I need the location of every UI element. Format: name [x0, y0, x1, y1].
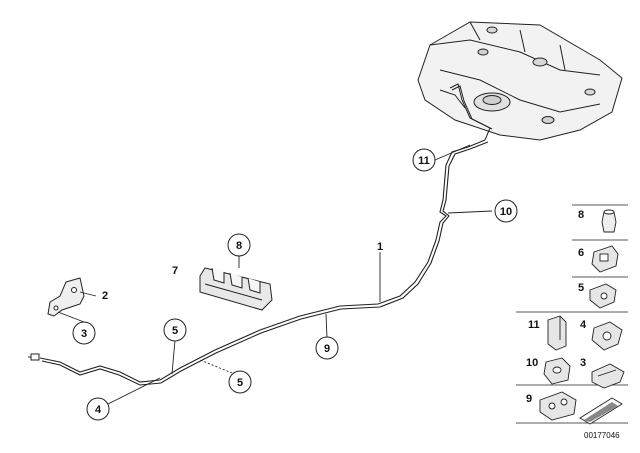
label-7: 7 [172, 265, 178, 277]
nut-part-icon [601, 209, 617, 233]
bracket-part-2 [47, 277, 85, 317]
callout-4: 4 [86, 397, 110, 421]
document-number: 00177046 [584, 431, 620, 440]
callout-9-label: 9 [324, 343, 330, 355]
clip-part-5-icon [589, 283, 617, 309]
bracket-part-11-icon [547, 315, 567, 351]
callout-3: 3 [72, 321, 96, 345]
panel-8-label: 8 [578, 209, 584, 221]
double-clip-part-9-icon [539, 391, 577, 421]
panel-9-label: 9 [526, 393, 532, 405]
label-2: 2 [102, 290, 108, 302]
callout-5a-label: 5 [172, 325, 178, 337]
parts-panel [516, 204, 628, 424]
arrow-icon [579, 397, 623, 425]
panel-5-label: 5 [578, 282, 584, 294]
panel-11-label: 11 [528, 319, 540, 331]
callout-10: 10 [494, 199, 518, 223]
fuel-line [39, 139, 489, 386]
grommet-part-10-icon [543, 357, 571, 385]
clip-part-6-icon [591, 245, 619, 273]
line-end-connector [28, 353, 40, 361]
panel-4-label: 4 [580, 319, 587, 331]
tank-pipe [449, 83, 493, 141]
panel-6-label: 6 [578, 247, 584, 259]
clip-part-3-icon [591, 363, 625, 389]
leader-lines [57, 144, 493, 405]
callout-5a: 5 [163, 318, 187, 342]
callout-11: 11 [412, 148, 436, 172]
callout-5b-label: 5 [237, 377, 243, 389]
callout-9: 9 [315, 336, 339, 360]
fuel-tank [417, 21, 623, 141]
callout-4-label: 4 [95, 404, 102, 416]
callout-8: 8 [227, 233, 251, 257]
panel-3-label: 3 [580, 357, 586, 369]
callout-11-label: 11 [418, 155, 430, 167]
clip-holder-part-7 [199, 267, 273, 311]
callout-3-label: 3 [81, 328, 87, 340]
clip-part-4-icon [591, 321, 623, 351]
callout-10-label: 10 [500, 206, 512, 218]
label-1: 1 [377, 241, 383, 253]
panel-10-label: 10 [526, 357, 538, 369]
callout-8-label: 8 [236, 240, 242, 252]
callout-5b: 5 [228, 370, 252, 394]
